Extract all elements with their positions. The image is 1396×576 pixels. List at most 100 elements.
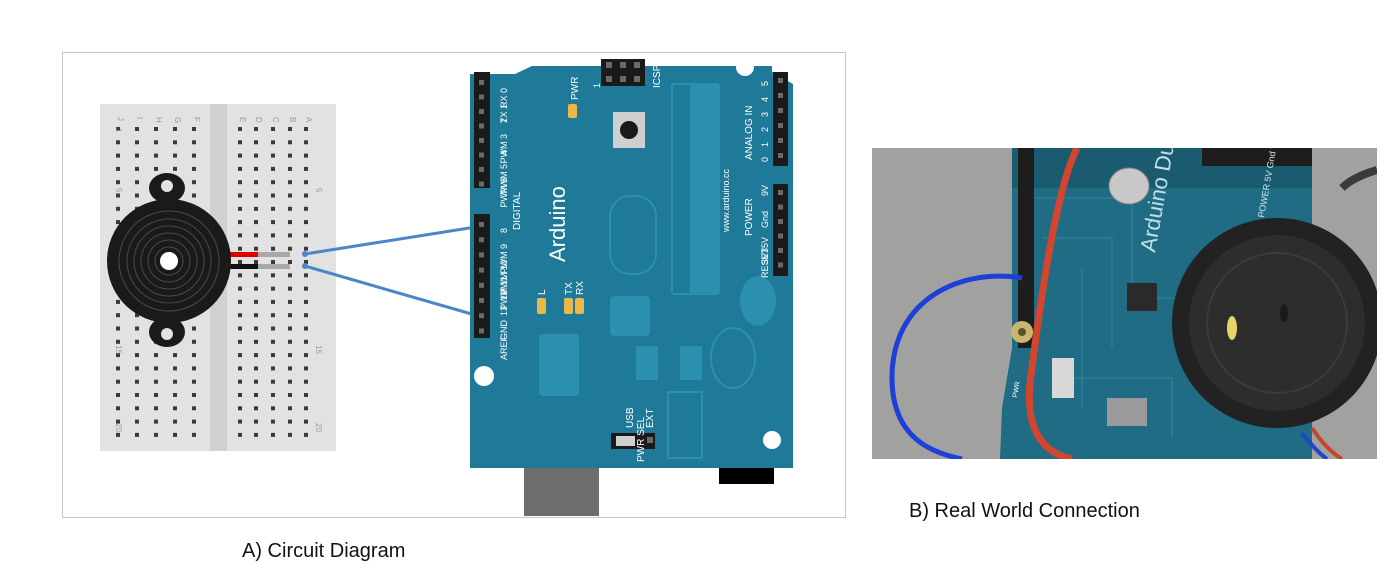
fuse-outline [667,391,703,459]
pin-socket [778,153,783,158]
pin-socket [479,252,484,258]
pin-label: 2 [499,118,509,123]
breadboard-hole [254,193,258,198]
breadboard-hole [271,366,275,371]
breadboard-hole [271,140,275,145]
breadboard-hole [288,313,292,318]
pin-label: 2 [760,127,770,132]
breadboard-hole [192,140,196,145]
pin-socket [778,123,783,128]
pin-label: 0 [760,157,770,162]
breadboard-hole [192,193,196,198]
pin-socket [479,282,484,288]
photo-red-wire [1025,148,1081,459]
tx-led-label: TX [564,282,575,295]
breadboard-hole [304,127,308,131]
breadboard-hole [238,193,242,198]
buzzer-center-hole [160,252,178,270]
breadboard-hole [192,339,196,344]
breadboard-hole [254,419,258,424]
pin-label: PWM 6 [499,178,509,208]
breadboard-hole [135,353,139,358]
power-label: POWER [744,198,755,236]
breadboard-hole [173,166,177,171]
breadboard-hole [304,220,308,225]
breadboard-hole [271,393,275,397]
breadboard-hole [173,432,177,437]
breadboard-hole [192,419,196,424]
breadboard-hole [154,432,158,437]
breadboard-hole [116,127,120,131]
breadboard-hole [116,339,120,344]
pin-socket [778,190,783,195]
breadboard-hole [135,153,139,158]
breadboard-hole [238,246,242,251]
breadboard-hole [288,379,292,384]
rx-led [575,298,584,314]
breadboard-hole [135,419,139,424]
breadboard-hole [238,127,242,131]
reset-button-cap [620,121,638,139]
breadboard-hole [254,406,258,411]
pin-label: 1 [760,142,770,147]
pin-label: PWM 5 [499,164,509,194]
pin-socket [778,219,783,224]
breadboard-hole [271,339,275,344]
bb-row-label: 15 [114,345,123,354]
breadboard-hole [254,339,258,344]
pin-socket [778,93,783,98]
photo-chip [1127,283,1157,311]
breadboard-hole [116,393,120,397]
bb-row-label: 20 [114,423,123,432]
breadboard-hole [288,339,292,344]
breadboard-hole [271,260,275,264]
pin-socket [778,204,783,210]
photo-illustration: Arduino Duemilanove POWER 5V Gnd Vin 0 P… [872,148,1377,459]
photo-usb-chip [1052,358,1074,398]
breadboard-hole [173,393,177,397]
breadboard-hole [271,166,275,171]
breadboard-hole [116,166,120,171]
breadboard-hole [288,419,292,424]
breadboard-hole [173,406,177,411]
breadboard-hole [304,233,308,238]
breadboard-hole [254,432,258,437]
breadboard-hole [304,286,308,291]
breadboard-hole [135,406,139,411]
bb-col-label: B [288,117,297,122]
lead-negative-metal [258,264,290,269]
pin-socket [479,222,484,227]
pin-socket [479,138,484,143]
breadboard-hole [192,166,196,171]
bb-col-label: F [192,117,201,122]
breadboard-hole [238,326,242,331]
breadboard-hole [304,206,308,211]
bb-row-label: 5 [314,188,323,193]
breadboard-hole [288,193,292,198]
pin-label: 9V [760,185,770,196]
breadboard-hole [254,286,258,291]
pin-socket [479,298,484,303]
breadboard-hole [288,127,292,131]
pwr-led [568,104,577,118]
breadboard-hole [271,326,275,331]
breadboard-hole [288,260,292,264]
breadboard-hole [254,273,258,278]
bb-col-label: G [173,117,182,123]
breadboard-hole [304,260,308,264]
pwr-sel-label: PWR SEL [636,417,647,462]
pin-socket [778,78,783,83]
pin-label: Gnd [760,211,770,228]
breadboard-hole [254,260,258,264]
breadboard-hole [304,166,308,171]
pin-label: 8 [499,228,509,233]
breadboard-hole [135,140,139,145]
breadboard-hole [192,180,196,185]
analog-in-label: ANALOG IN [744,106,755,160]
breadboard-hole [192,353,196,358]
breadboard-hole [238,233,242,238]
breadboard-hole [116,379,120,384]
breadboard-right-column-labels: E D C B A [238,117,313,123]
pin-label: 3V3 [760,248,770,264]
breadboard-hole [238,299,242,304]
